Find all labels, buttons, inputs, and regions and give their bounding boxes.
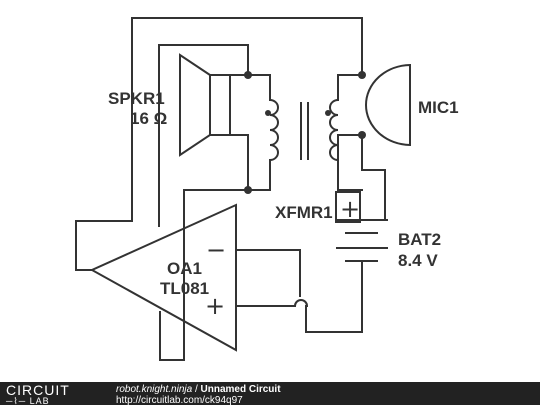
wire-xfmr-to-battery [337, 159, 363, 191]
circuit-schematic: SPKR1 16 Ω MIC1 XFMR1 + BAT2 8.4 V OA1 T… [75, 17, 459, 361]
microphone-icon [364, 63, 411, 147]
battery-icon [335, 191, 388, 275]
wire-battery-top [361, 134, 386, 221]
wire-sec-top [337, 74, 363, 101]
wires [75, 17, 386, 361]
wire-speaker-top [229, 74, 271, 101]
junction-dot [358, 131, 366, 139]
junction-dots [244, 71, 366, 194]
wire-transformer-primary [159, 159, 271, 361]
speaker-ref-label: SPKR1 [108, 89, 165, 108]
logo-bottom-text: ─⌇─ LAB [6, 396, 94, 406]
wire-speaker-feed [158, 44, 249, 227]
circuit-meta: robot.knight.ninja / Unnamed Circuit htt… [116, 384, 281, 406]
battery-plus-symbol: + [340, 195, 360, 223]
opamp-icon [89, 203, 237, 352]
junction-dot [244, 186, 252, 194]
speaker-icon [179, 53, 231, 157]
opamp-ref-label: OA1 [167, 259, 202, 278]
wire-speaker-bottom [229, 134, 249, 191]
logo-top-text: CIRCUIT [6, 382, 70, 398]
transformer-ref-label: XFMR1 [275, 203, 333, 222]
logo-resistor-icon: ─⌇─ [6, 396, 27, 406]
circuit-url-link[interactable]: http://circuitlab.com/ck94q97 [116, 395, 243, 406]
wire-plus-input [235, 299, 309, 308]
transformer-dot-primary [265, 110, 271, 116]
wire-sec-bottom [337, 134, 363, 161]
transformer-icon [269, 99, 339, 161]
footer-bar: CIRCUIT ─⌇─ LAB robot.knight.ninja / Unn… [0, 382, 540, 406]
junction-dot [358, 71, 366, 79]
wire-battery-bottom [305, 274, 363, 333]
transformer-dot-secondary [325, 110, 331, 116]
circuitlab-logo[interactable]: CIRCUIT ─⌇─ LAB [6, 382, 94, 406]
opamp-plus-symbol: + [205, 292, 225, 320]
author-link[interactable]: robot.knight.ninja [116, 384, 193, 395]
junction-dot [244, 71, 252, 79]
battery-value-label: 8.4 V [398, 251, 438, 270]
logo-lab-text: LAB [29, 396, 50, 406]
microphone-ref-label: MIC1 [418, 98, 459, 117]
speaker-value-label: 16 Ω [130, 109, 167, 128]
meta-separator: / [192, 384, 201, 395]
wire-output-loop [75, 17, 363, 271]
battery-ref-label: BAT2 [398, 230, 441, 249]
wire-minus-input [235, 249, 301, 297]
opamp-value-label: TL081 [160, 279, 209, 298]
opamp-minus-symbol: − [206, 236, 226, 264]
circuit-title: Unnamed Circuit [200, 384, 281, 395]
